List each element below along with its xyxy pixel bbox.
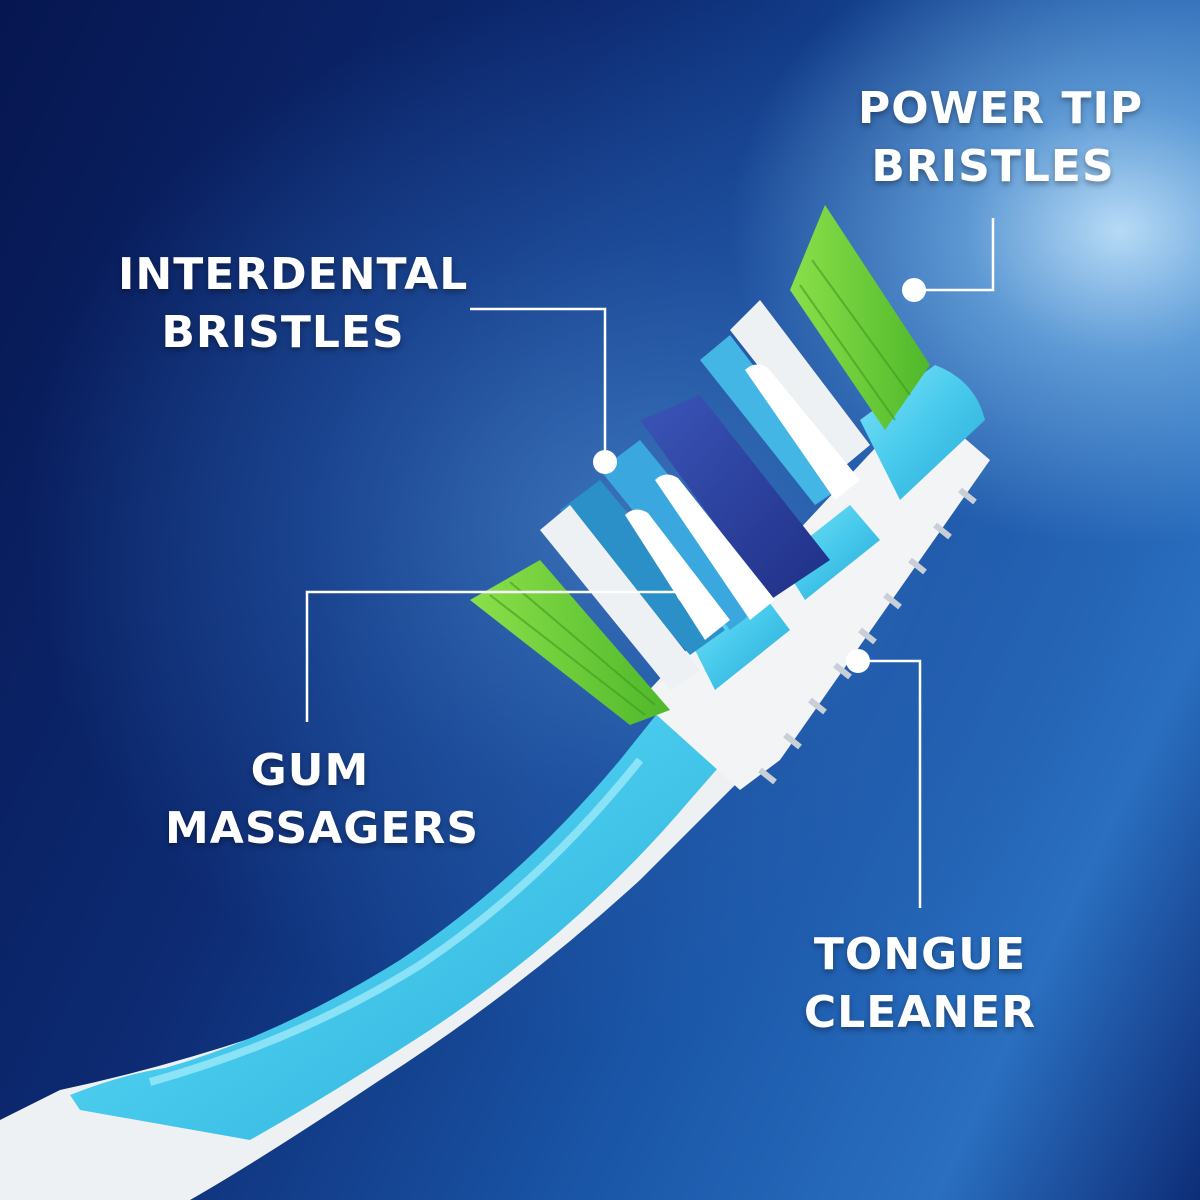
power-tip-label: POWER TIP BRISTLES	[858, 83, 1144, 192]
interdental-bristles	[640, 395, 830, 600]
interdental-label: INTERDENTAL BRISTLES	[118, 249, 469, 358]
handle-cyan-neck	[70, 660, 760, 1140]
tongue-cleaner-label: TONGUE CLEANER	[803, 929, 1037, 1038]
gum-massagers-label: GUM MASSAGERS	[165, 745, 480, 854]
tongue-cleaner-ridges	[758, 487, 977, 785]
